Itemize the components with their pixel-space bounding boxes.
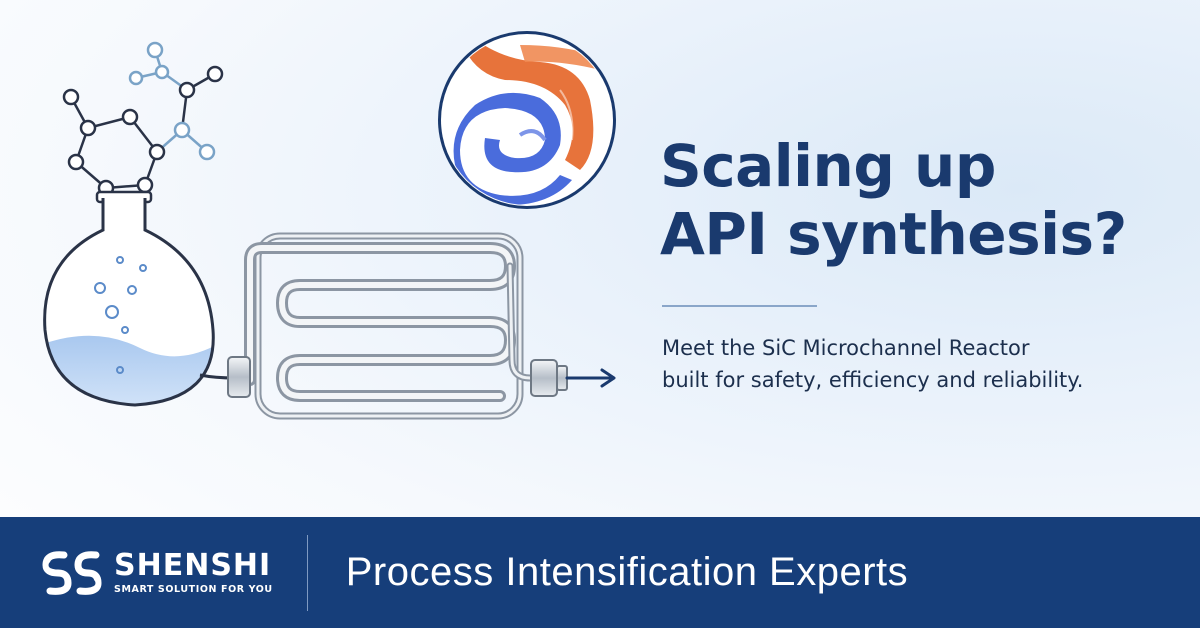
molecule-icon [62,41,224,197]
brand-name: SHENSHI [114,548,272,583]
flow-simulation-inset [438,31,616,209]
footer-divider [306,534,308,611]
brand-logo: SHENSHI SMART SOLUTION FOR YOU [34,543,273,603]
inlet-fitting [227,356,251,398]
subheadline-line-1: Meet the SiC Microchannel Reactor [662,336,1030,360]
footer-slogan: Process Intensification Experts [345,550,909,594]
brand-tagline: SMART SOLUTION FOR YOU [114,584,273,595]
headline-line-1: Scaling up [660,132,996,200]
microchannel-reactor [227,232,616,420]
subheadline-line-2: built for safety, efficiency and reliabi… [662,368,1084,392]
outlet-fitting [530,359,558,397]
shenshi-logo-icon [42,550,102,595]
headline-divider [662,305,817,307]
headline: Scaling up API synthesis? [660,132,1180,268]
subheadline: Meet the SiC Microchannel Reactor built … [662,332,1182,396]
footer-bar: SHENSHI SMART SOLUTION FOR YOU Process I… [0,517,1200,628]
flask-icon [43,190,236,407]
headline-line-2: API synthesis? [660,200,1127,268]
reactor-illustration [43,31,616,420]
